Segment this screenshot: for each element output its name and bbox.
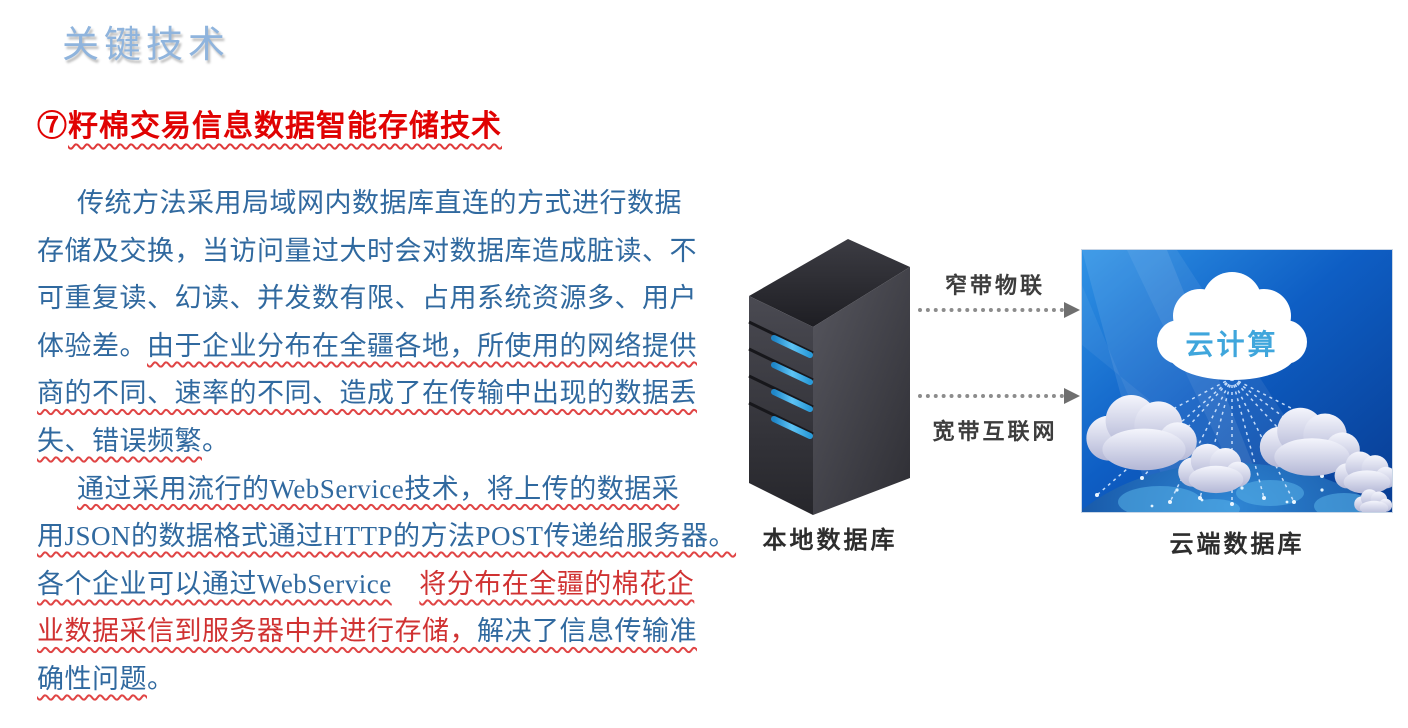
local-server-illustration — [748, 239, 910, 515]
small-clouds — [1086, 395, 1392, 512]
body-segment: 传统方法采用局域网内数据库直连的方式进行数据 — [77, 188, 682, 218]
body-line: 存储及交换，当访问量过大时会对数据库造成脏读、不 — [37, 228, 702, 276]
body-line: 通过采用流行的WebService技术，将上传的数据采 — [37, 466, 702, 514]
body-line: 确性问题。 — [37, 656, 702, 704]
body-segment: 解决了信息传输准 — [477, 616, 697, 647]
cloud-db-caption: 云端数据库 — [1169, 531, 1305, 558]
body-line: 体验差。由于企业分布在全疆各地，所使用的网络提供 — [37, 323, 702, 371]
body-segment: 商的不同、速率的不同、造成了在传输中出现的数据丢 — [37, 378, 697, 409]
section-number: ⑦ — [37, 110, 68, 143]
local-db-caption: 本地数据库 — [762, 527, 898, 554]
main-cloud — [1157, 272, 1307, 380]
body-line: 可重复读、幻读、并发数有限、占用系统资源多、用户 — [37, 275, 702, 323]
body-segment: 可重复读、幻读、并发数有限、占用系统资源多、用户 — [37, 283, 697, 314]
body-line: 各个企业可以通过WebService 将分布在全疆的棉花企 — [37, 561, 702, 609]
section-title-text: 籽棉交易信息数据智能存储技术 — [68, 110, 502, 143]
arrowhead-icon — [1064, 388, 1080, 404]
body-segment: 确性问题 — [37, 663, 147, 694]
body-line: 商的不同、速率的不同、造成了在传输中出现的数据丢 — [37, 370, 702, 418]
narrowband-arrow — [918, 302, 1080, 318]
body-segment: 。 — [147, 663, 175, 694]
cloud-computing-image: 云计算 — [1081, 249, 1393, 513]
body-segment: 存储及交换，当访问量过大时会对数据库造成脏读、不 — [37, 235, 697, 266]
section-heading: ⑦籽棉交易信息数据智能存储技术 — [37, 101, 502, 145]
body-segment: 体验差。 — [37, 330, 147, 361]
server-led-lights — [771, 335, 813, 439]
cloud-computing-text: 云计算 — [1185, 328, 1278, 360]
body-segment — [392, 569, 420, 599]
body-line: 用JSON的数据格式通过HTTP的方法POST传递给服务器。 — [37, 513, 736, 561]
body-segment: 。 — [202, 425, 230, 456]
body-segment: 失、错误频繁 — [37, 425, 202, 456]
body-text: 传统方法采用局域网内数据库直连的方式进行数据存储及交换，当访问量过大时会对数据库… — [37, 180, 736, 704]
page-title: 关键技术 — [62, 25, 230, 66]
broadband-arrow — [918, 388, 1080, 404]
arrowhead-icon — [1064, 302, 1080, 318]
body-segment: 业数据采信到服务器中并进行存储， — [37, 616, 477, 647]
broadband-label: 宽带互联网 — [932, 419, 1058, 444]
narrowband-label: 窄带物联 — [944, 273, 1045, 298]
body-segment: 各个企业可以通过WebService — [37, 568, 392, 599]
body-line: 失、错误频繁。 — [37, 418, 702, 466]
body-line: 业数据采信到服务器中并进行存储，解决了信息传输准 — [37, 608, 702, 656]
body-segment: 通过采用流行的WebService技术，将上传的数据采 — [77, 473, 680, 504]
body-segment: 由于企业分布在全疆各地，所使用的网络提供 — [147, 330, 697, 361]
body-segment: 将分布在全疆的棉花企 — [419, 568, 695, 599]
body-line: 传统方法采用局域网内数据库直连的方式进行数据 — [37, 180, 702, 228]
body-segment: 用JSON的数据格式通过HTTP的方法POST传递给服务器。 — [37, 521, 737, 552]
